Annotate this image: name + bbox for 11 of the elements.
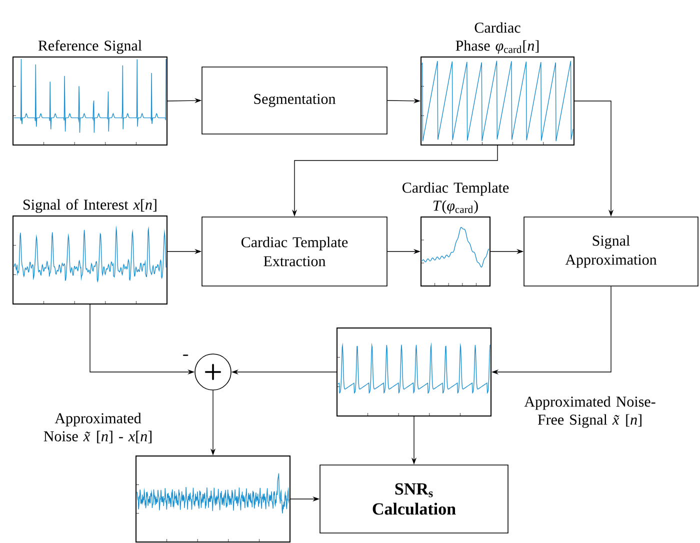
process-box: Cardiac Template Extraction [202, 216, 388, 286]
signal-caption: Approximated Noise x̃[n] - x[n] [44, 412, 152, 444]
process-box: Segmentation [202, 66, 388, 134]
edge-label: - [182, 354, 190, 360]
plot-title: Cardiac Phase φ$_{card}$[n] [456, 22, 539, 54]
plot-title: Cardiac Template T(φ$_{card}$) [402, 182, 509, 214]
plot-title: Reference Signal [38, 40, 142, 54]
process-box: SNR$_{s}$ Calculation [320, 464, 508, 534]
signal-caption: Approximated Noise-Free Signal x̃[n] [524, 396, 656, 428]
plot-title: Signal of Interest x[n] [24, 199, 156, 213]
process-box: Signal Approximation [524, 216, 698, 286]
